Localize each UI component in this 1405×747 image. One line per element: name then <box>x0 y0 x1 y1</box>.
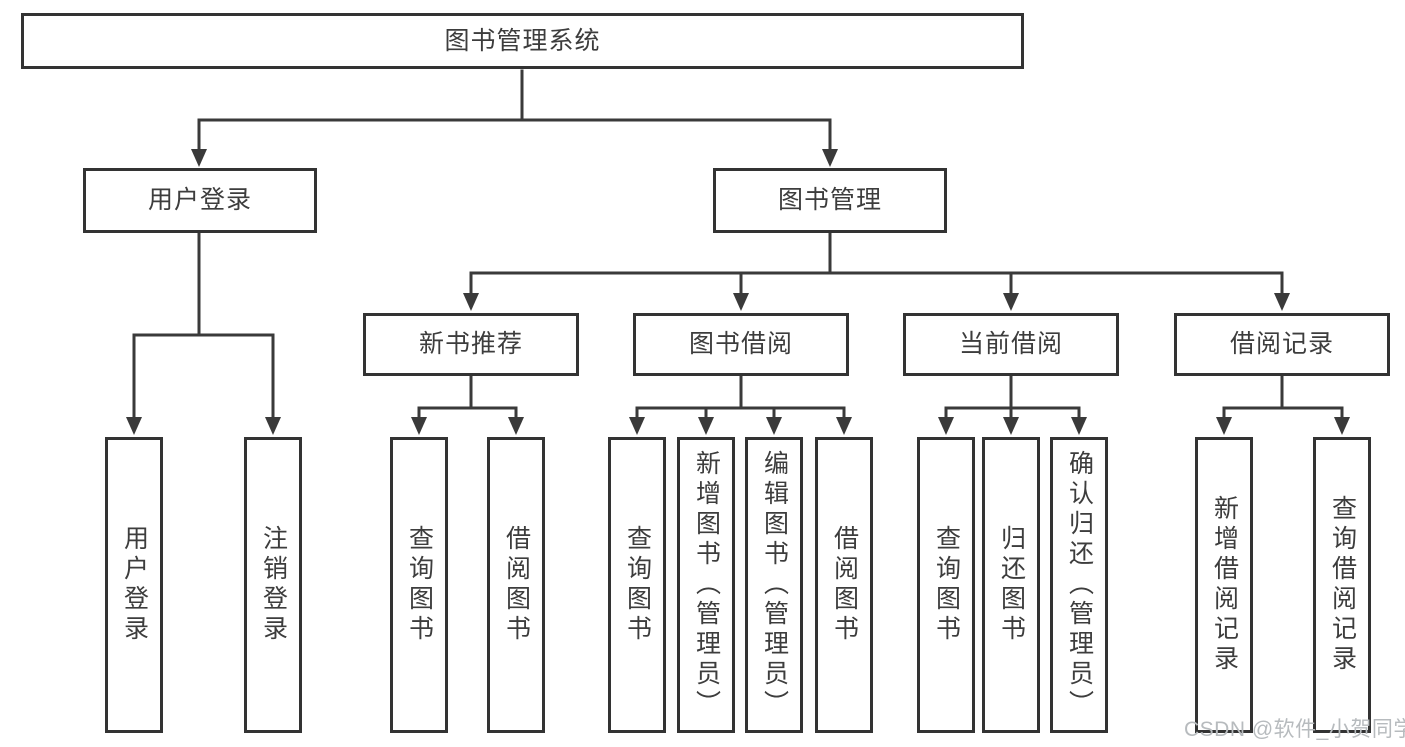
node-borrowing-records: 借阅记录 <box>1174 313 1390 376</box>
node-label: 图书管理 <box>777 186 882 214</box>
node-leaf-recommend-borrow-books: 借阅图书 <box>487 437 545 733</box>
connector-path <box>132 69 1344 410</box>
node-label: 新书推荐 <box>418 330 523 358</box>
node-label: 新增图书（管理员） <box>692 450 721 720</box>
node-leaf-current-confirm-return-admin: 确认归还（管理员） <box>1050 437 1108 733</box>
node-label: 确认归还（管理员） <box>1065 450 1094 720</box>
node-label: 借阅记录 <box>1229 330 1334 358</box>
node-leaf-user-login: 用户登录 <box>105 437 163 733</box>
node-leaf-records-query-record: 查询借阅记录 <box>1313 437 1371 733</box>
node-leaf-recommend-query-books: 查询图书 <box>390 437 448 733</box>
node-current-borrowing: 当前借阅 <box>903 313 1119 376</box>
arrowheads <box>126 120 1350 435</box>
node-new-book-recommend: 新书推荐 <box>363 313 579 376</box>
node-label: 查询图书 <box>623 525 652 645</box>
node-label: 当前借阅 <box>958 330 1063 358</box>
node-leaf-current-return-books: 归还图书 <box>982 437 1040 733</box>
node-leaf-borrow-borrow-books: 借阅图书 <box>815 437 873 733</box>
node-label: 图书借阅 <box>688 330 793 358</box>
node-root-system: 图书管理系统 <box>21 13 1024 69</box>
node-leaf-current-query-books: 查询图书 <box>917 437 975 733</box>
node-label: 用户登录 <box>147 186 252 214</box>
node-label: 用户登录 <box>120 525 149 645</box>
node-label: 归还图书 <box>997 525 1026 645</box>
node-label: 借阅图书 <box>830 525 859 645</box>
node-label: 新增借阅记录 <box>1210 495 1239 675</box>
node-leaf-borrow-add-book-admin: 新增图书（管理员） <box>677 437 735 733</box>
node-leaf-records-add-record: 新增借阅记录 <box>1195 437 1253 733</box>
node-book-management: 图书管理 <box>713 168 947 233</box>
node-leaf-borrow-query-books: 查询图书 <box>608 437 666 733</box>
node-label: 注销登录 <box>259 525 288 645</box>
csdn-watermark: CSDN @软件_小贺同学 <box>1184 718 1405 741</box>
node-label: 借阅图书 <box>502 525 531 645</box>
node-label: 查询图书 <box>932 525 961 645</box>
node-user-login: 用户登录 <box>83 168 317 233</box>
node-label: 编辑图书（管理员） <box>760 450 789 720</box>
node-label: 查询借阅记录 <box>1328 495 1357 675</box>
node-label: 图书管理系统 <box>444 26 601 55</box>
node-book-borrowing: 图书借阅 <box>633 313 849 376</box>
node-label: 查询图书 <box>405 525 434 645</box>
node-leaf-borrow-edit-book-admin: 编辑图书（管理员） <box>745 437 803 733</box>
node-leaf-logout: 注销登录 <box>244 437 302 733</box>
